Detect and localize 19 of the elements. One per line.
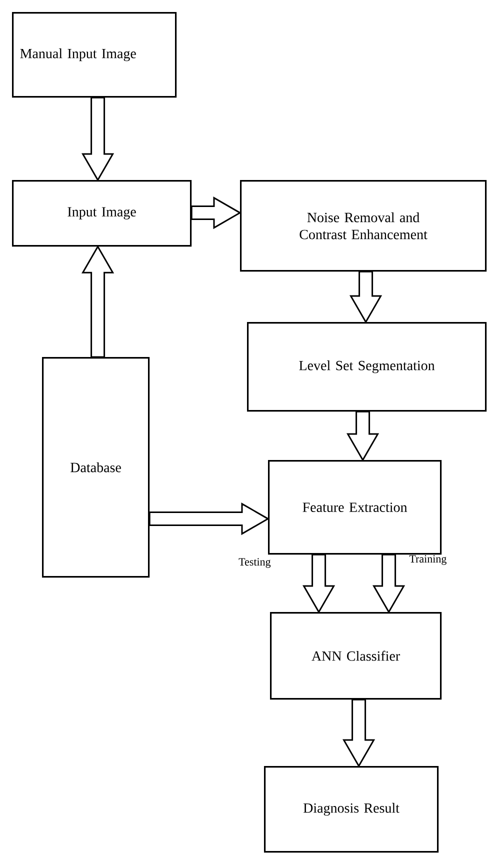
block-arrow [350, 270, 382, 324]
process-box: Input Image [12, 180, 192, 247]
process-box: Noise Removal and Contrast Enhancement [240, 180, 487, 272]
edge-label: Training [409, 555, 446, 565]
block-arrow [82, 245, 114, 358]
block-arrow [190, 196, 242, 230]
process-box: Manual Input Image [12, 12, 177, 98]
edge-label: Testing [238, 558, 271, 568]
process-box: Diagnosis Result [264, 766, 439, 853]
block-arrow [346, 410, 380, 462]
block-arrow [342, 698, 376, 768]
process-box: Feature Extraction [268, 460, 442, 555]
block-arrow [302, 554, 336, 614]
process-box: ANN Classifier [270, 612, 442, 700]
block-arrow [148, 502, 270, 536]
process-box: Database [42, 357, 150, 578]
block-arrow [82, 96, 114, 182]
process-box: Level Set Segmentation [247, 322, 487, 412]
block-arrow [372, 554, 406, 614]
